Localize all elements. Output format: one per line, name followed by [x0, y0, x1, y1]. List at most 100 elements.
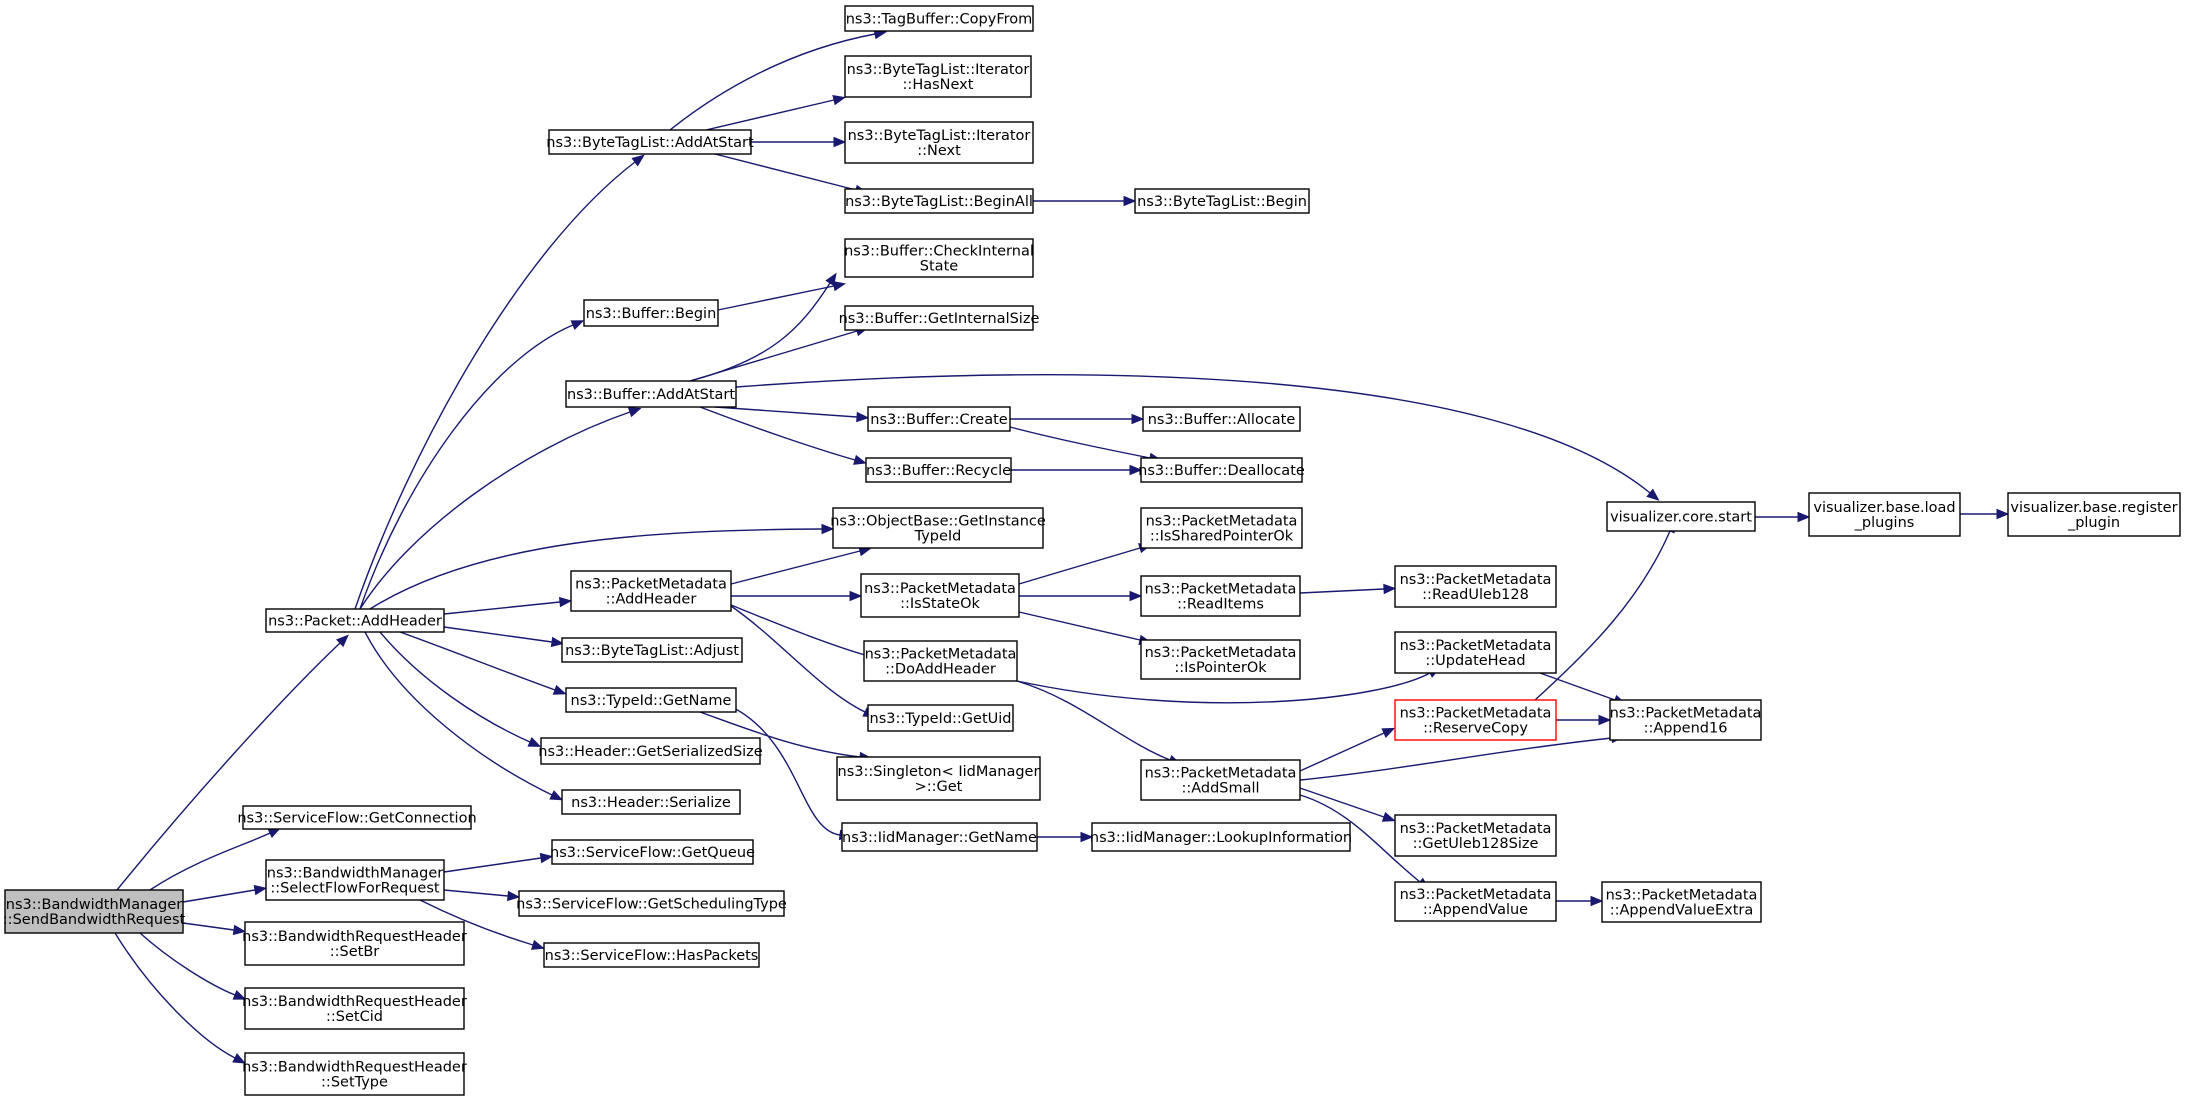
node-n18[interactable]: ns3::TagBuffer::CopyFrom [844, 5, 1034, 32]
node-n25[interactable]: ns3::Buffer::Create [867, 406, 1011, 432]
node-n38[interactable]: ns3::PacketMetadata::IsPointerOk [1140, 639, 1301, 680]
node-label: ns3::PacketMetadata [865, 647, 1017, 663]
node-box [1601, 881, 1762, 923]
node-n45[interactable]: ns3::PacketMetadata::AppendValue [1394, 881, 1557, 922]
node-n36[interactable]: ns3::PacketMetadata::IsSharedPointerOk [1140, 507, 1303, 549]
node-n13[interactable]: ns3::Header::GetSerializedSize [538, 737, 763, 765]
node-label: ns3::PacketMetadata [1400, 706, 1552, 722]
edge-n48-n49 [1037, 831, 1094, 843]
node-root[interactable]: ns3::BandwidthManager::SendBandwidthRequ… [3, 889, 186, 934]
arrowhead-icon [1996, 508, 2010, 520]
node-box [1609, 699, 1762, 741]
node-n26[interactable]: ns3::Buffer::Recycle [865, 457, 1012, 483]
node-n37[interactable]: ns3::PacketMetadata::ReadItems [1140, 575, 1301, 617]
arrowhead-icon [552, 684, 567, 695]
edge-n34-n41 [1016, 680, 1182, 765]
arrowhead-icon [1381, 727, 1396, 738]
node-n47[interactable]: ns3::Singleton< IidManager >::Get [836, 756, 1041, 801]
node-label: ::AddHeader [606, 592, 697, 608]
node-label: ns3::BandwidthManager [267, 866, 444, 882]
node-n48[interactable]: ns3::IidManager::GetName [841, 822, 1038, 852]
node-box [867, 406, 1011, 432]
node-box [540, 737, 761, 765]
node-label: ns3::PacketMetadata [1145, 645, 1297, 661]
node-n2[interactable]: ns3::ServiceFlow::GetConnection [237, 805, 477, 830]
node-n8[interactable]: ns3::Buffer::Begin [583, 299, 719, 327]
node-n28[interactable]: ns3::Buffer::Deallocate [1138, 457, 1305, 483]
node-n41[interactable]: ns3::PacketMetadata::AddSmall [1140, 759, 1301, 801]
edge-n29-n30 [1755, 511, 1811, 523]
node-n20[interactable]: ns3::ByteTagList::Iterator::Next [844, 121, 1034, 164]
node-label: ns3::Buffer::Deallocate [1138, 463, 1305, 479]
node-n44[interactable]: ns3::PacketMetadata::GetUleb128Size [1394, 814, 1557, 857]
node-label: ns3::ByteTagList::Iterator [847, 62, 1030, 78]
node-n29[interactable]: visualizer.core.start [1606, 501, 1756, 532]
node-n3[interactable]: ns3::BandwidthManager::SelectFlowForRequ… [265, 859, 445, 901]
node-n43[interactable]: ns3::PacketMetadata::Append16 [1609, 699, 1762, 741]
node-n34[interactable]: ns3::PacketMetadata::DoAddHeader [863, 640, 1018, 682]
node-label: ::HasNext [903, 77, 974, 93]
node-n14[interactable]: ns3::Header::Serialize [561, 789, 741, 815]
node-n1[interactable]: ns3::Packet::AddHeader [265, 608, 445, 633]
edge-n41-n42 [1299, 727, 1396, 772]
edge-n9-n24 [689, 326, 869, 382]
node-box [1140, 457, 1303, 483]
node-n11[interactable]: ns3::ByteTagList::Adjust [561, 637, 743, 663]
edge-n9-n25 [714, 406, 870, 423]
edge-line [182, 889, 256, 903]
node-n42[interactable]: ns3::PacketMetadata::ReserveCopy [1394, 699, 1557, 741]
node-n39[interactable]: ns3::PacketMetadata::ReadUleb128 [1394, 565, 1557, 608]
node-n31[interactable]: visualizer.base.register_plugin [2007, 492, 2181, 537]
node-label: ns3::ByteTagList::BeginAll [845, 194, 1033, 210]
edge-n8-n23 [717, 280, 847, 311]
node-n46[interactable]: ns3::PacketMetadata::AppendValueExtra [1601, 881, 1762, 923]
node-n17[interactable]: ns3::ServiceFlow::HasPackets [543, 942, 760, 968]
node-box [1140, 639, 1301, 680]
arrowhead-icon [849, 590, 863, 602]
node-label: ns3::Header::GetSerializedSize [538, 744, 763, 760]
node-n33[interactable]: ns3::PacketMetadata::IsStateOk [860, 573, 1020, 618]
edge-n41-n44 [1299, 787, 1396, 822]
node-n10[interactable]: ns3::PacketMetadata::AddHeader [570, 570, 732, 612]
node-n19[interactable]: ns3::ByteTagList::Iterator::HasNext [844, 55, 1032, 98]
node-n40[interactable]: ns3::PacketMetadata::UpdateHead [1394, 631, 1557, 674]
node-n21[interactable]: ns3::ByteTagList::BeginAll [844, 188, 1034, 214]
node-n49[interactable]: ns3::IidManager::LookupInformation [1090, 822, 1352, 852]
node-n35[interactable]: ns3::TypeId::GetUid [867, 704, 1014, 732]
node-n6[interactable]: ns3::BandwidthRequestHeader::SetType [242, 1052, 467, 1096]
node-n22[interactable]: ns3::ByteTagList::Begin [1134, 188, 1310, 214]
node-label: ns3::Buffer::Recycle [866, 463, 1011, 479]
edge-n10-n33 [731, 590, 863, 602]
edge-line [364, 631, 553, 796]
edge-line [114, 932, 236, 1059]
node-label: ::UpdateHead [1425, 653, 1525, 669]
node-box [1140, 759, 1301, 801]
arrowhead-icon [507, 890, 521, 902]
edge-n1-n14 [364, 631, 564, 801]
node-n16[interactable]: ns3::ServiceFlow::GetSchedulingType [516, 890, 787, 917]
node-box [1134, 188, 1310, 214]
node-n27[interactable]: ns3::Buffer::Allocate [1142, 406, 1301, 432]
node-n4[interactable]: ns3::BandwidthRequestHeader::SetBr [242, 921, 467, 966]
arrowhead-icon [527, 736, 542, 747]
node-box [565, 380, 737, 408]
edge-n33-n36 [1018, 543, 1152, 585]
node-n30[interactable]: visualizer.base.load_plugins [1808, 492, 1961, 537]
node-box [1606, 501, 1756, 532]
node-n12[interactable]: ns3::TypeId::GetName [565, 687, 737, 713]
node-n24[interactable]: ns3::Buffer::GetInternalSize [839, 305, 1040, 331]
node-box [860, 573, 1020, 618]
node-n9[interactable]: ns3::Buffer::AddAtStart [565, 380, 737, 408]
node-n15[interactable]: ns3::ServiceFlow::GetQueue [550, 839, 755, 865]
edge-root-n5 [139, 932, 247, 1000]
node-label: ns3::Singleton< IidManager [838, 764, 1040, 780]
node-box [1142, 406, 1301, 432]
node-n7[interactable]: ns3::ByteTagList::AddAtStart [546, 129, 754, 155]
node-n5[interactable]: ns3::BandwidthRequestHeader::SetCid [242, 987, 467, 1030]
edge-root-n4 [182, 922, 247, 936]
edge-n7-n20 [751, 136, 847, 148]
edge-line [689, 282, 831, 382]
node-box [561, 789, 741, 815]
